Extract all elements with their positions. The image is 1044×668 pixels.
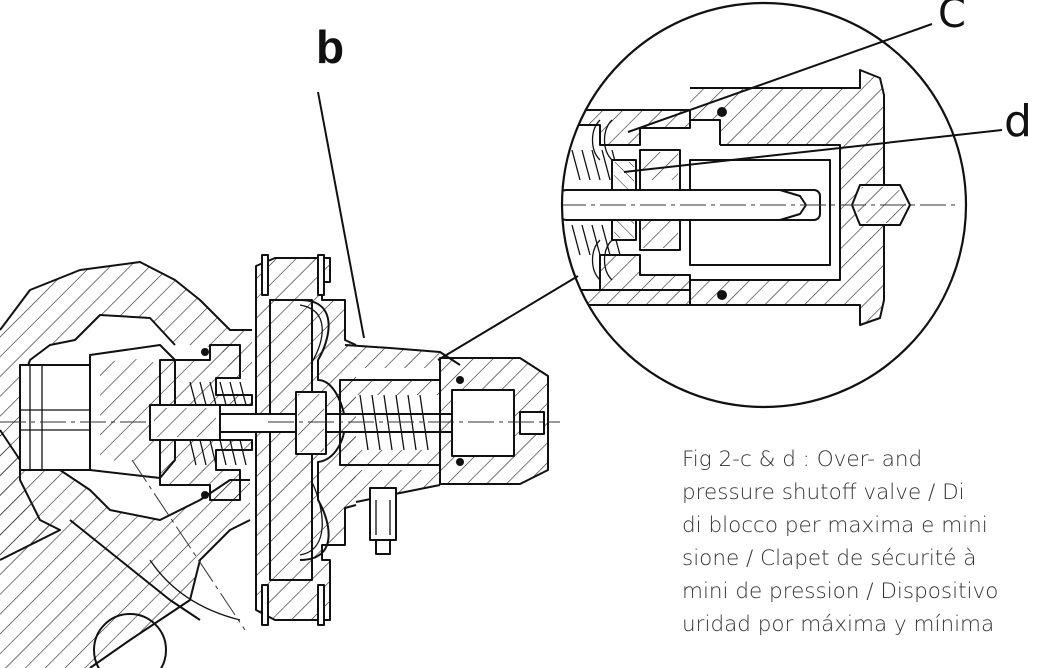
figure-caption: Fig 2-c & d : Over- and pressure shutoff…	[682, 443, 1044, 668]
caption-line: pressure shutoff valve / Di	[682, 480, 965, 505]
caption-line: uridad por máxima y mínima	[682, 612, 995, 637]
label-d: d	[1004, 96, 1032, 147]
label-c: C	[938, 0, 966, 37]
caption-line: sione / Clapet de sécurité à	[682, 546, 977, 571]
label-b: b	[316, 21, 345, 73]
spring-cartridge	[149, 344, 560, 501]
diaphragm-housing	[255, 254, 461, 626]
caption-line: di blocco per maxima e mini	[682, 513, 988, 538]
detail-leader-lines	[317, 91, 579, 361]
caption-line: Fig 2-c & d : Over- and	[682, 447, 923, 472]
caption-line: mini de pression / Dispositivo	[682, 579, 999, 604]
main-body-housing	[0, 261, 268, 668]
detail-view	[560, 1, 968, 409]
callout-lines	[623, 23, 1003, 173]
